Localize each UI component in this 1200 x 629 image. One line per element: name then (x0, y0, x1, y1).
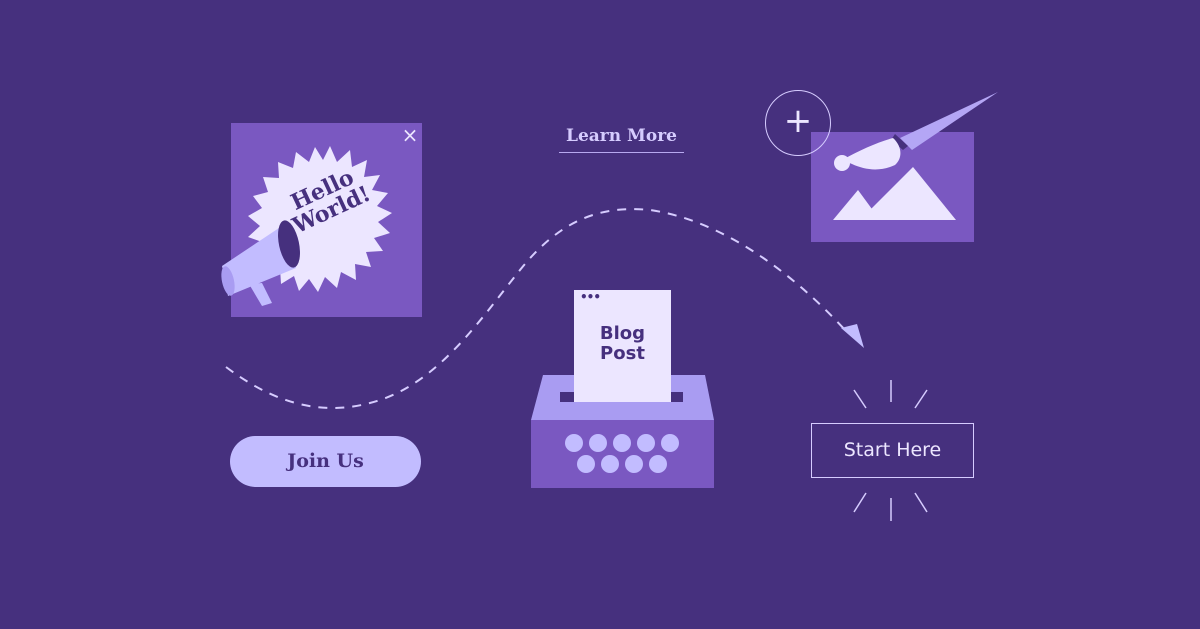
megaphone-icon (221, 220, 300, 306)
window-dots-icon: ••• (580, 290, 601, 304)
learn-more-link[interactable]: Learn More (559, 126, 684, 153)
close-icon[interactable]: × (401, 123, 419, 147)
start-here-button[interactable]: Start Here (811, 423, 974, 478)
blog-post-title: Blog Post (574, 324, 671, 364)
blog-line-1: Blog (599, 323, 646, 344)
join-us-button[interactable]: Join Us (230, 436, 421, 487)
add-image-button[interactable]: + (765, 90, 831, 156)
blog-line-2: Post (600, 343, 645, 364)
mountain-image-icon (833, 167, 956, 220)
dashed-flow-path (225, 208, 846, 409)
blog-post-paper (574, 290, 671, 402)
sparkle-lines-icon (853, 380, 928, 521)
arrow-head-icon (841, 324, 864, 348)
paintbrush-icon (834, 92, 998, 171)
